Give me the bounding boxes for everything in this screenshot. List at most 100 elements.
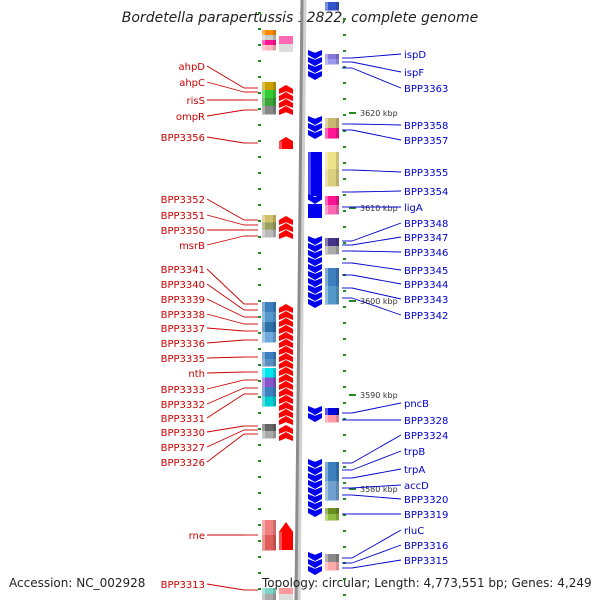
tick-mark	[258, 204, 261, 206]
left-gene-label: BPP3336	[161, 339, 205, 350]
up-arrow-mark	[279, 402, 293, 411]
left-leader-line	[206, 268, 245, 305]
right-gene-block-segment	[325, 196, 339, 206]
right-leader-line	[351, 297, 402, 316]
down-arrow-mark	[308, 459, 322, 468]
right-gene-block-highlight	[325, 152, 328, 186]
left-block-mark	[279, 594, 293, 600]
left-gene-blocks	[262, 30, 276, 600]
genome-backbone	[294, 0, 307, 600]
left-gene-block-shade	[273, 30, 276, 50]
right-gene-block-segment	[325, 481, 339, 501]
left-gene-label: msrB	[179, 241, 205, 252]
up-arrow-mark	[279, 216, 293, 225]
right-gene-block-segment	[325, 554, 339, 563]
left-leader-line	[206, 214, 245, 226]
tick-mark	[343, 338, 346, 340]
left-leader-line	[206, 356, 245, 359]
left-leader-line	[206, 371, 245, 374]
tick-mark	[258, 92, 261, 94]
left-gene-block-segment	[262, 90, 276, 99]
tick-mark	[343, 130, 346, 132]
right-gene-block-shade	[336, 118, 339, 138]
down-arrow-mark	[308, 71, 322, 80]
left-leader-line	[206, 433, 245, 463]
up-arrow-mark	[279, 137, 293, 149]
right-leader-line	[351, 494, 402, 500]
right-gene-block-highlight	[325, 508, 328, 520]
kbp-label: 3620 kbp	[360, 109, 398, 118]
left-leader-line	[206, 298, 245, 318]
right-gene-label: BPP3355	[404, 168, 448, 179]
left-leader-line	[206, 327, 245, 332]
right-leader-line	[351, 61, 402, 73]
right-gene-block-segment	[325, 562, 339, 571]
up-arrow-mark	[279, 360, 293, 369]
tick-mark	[343, 290, 346, 292]
left-leader-line	[206, 387, 245, 405]
tick-mark	[343, 34, 346, 36]
right-gene-label: BPP3320	[404, 495, 448, 506]
right-gene-labels: ispDispFBPP3363BPP3358BPP3357BPP3355BPP3…	[342, 50, 448, 569]
tick-mark	[343, 498, 346, 500]
tick-mark	[343, 418, 346, 420]
kbp-label: 3600 kbp	[360, 297, 398, 306]
down-arrow-mark	[308, 508, 322, 517]
tick-mark	[258, 252, 261, 254]
down-arrow-mark	[308, 494, 322, 503]
left-gene-block-shade	[273, 215, 276, 237]
left-gene-block-segment	[262, 222, 276, 231]
kbp-label: 3610 kbp	[360, 204, 398, 213]
tick-mark	[343, 578, 346, 580]
right-gene-block-shade	[336, 2, 339, 10]
right-leader-line	[351, 450, 402, 471]
down-arrow-mark	[308, 559, 322, 568]
down-arrow-mark	[308, 243, 322, 252]
right-leader-line	[351, 544, 402, 564]
right-leader-line	[351, 529, 402, 559]
right-gene-block-highlight	[325, 238, 328, 254]
kbp-tick	[349, 300, 356, 302]
left-gene-label: BPP3313	[161, 580, 205, 591]
left-block-mark	[279, 44, 293, 52]
left-gene-label: nth	[188, 369, 205, 380]
down-arrow-mark	[308, 194, 322, 204]
right-gene-label: BPP3344	[404, 280, 448, 291]
right-leader-line	[351, 287, 402, 300]
tick-mark	[343, 162, 346, 164]
right-leader-line	[351, 262, 402, 271]
left-gene-label: BPP3331	[161, 414, 205, 425]
left-gene-block-shade	[273, 368, 276, 406]
up-arrow-mark	[279, 409, 293, 418]
right-gene-label: BPP3315	[404, 556, 448, 567]
right-gene-label: pncB	[404, 399, 429, 410]
right-gene-label: BPP3346	[404, 248, 448, 259]
right-strand-arrows	[308, 50, 322, 575]
right-gene-block-shade	[336, 54, 339, 64]
left-gene-label: BPP3341	[161, 265, 205, 276]
tick-mark	[258, 172, 261, 174]
right-gene-block-segment	[325, 246, 339, 255]
left-gene-label: ahpC	[179, 78, 205, 89]
right-gene-block-segment	[325, 462, 339, 482]
tick-mark	[343, 594, 346, 596]
right-gene-block-segment	[325, 268, 339, 287]
up-arrow-mark	[279, 318, 293, 327]
tick-mark	[343, 66, 346, 68]
right-gene-block-segment	[325, 118, 339, 129]
left-gene-block-segment	[262, 520, 276, 536]
tick-mark	[258, 572, 261, 574]
tick-mark	[258, 460, 261, 462]
right-gene-block-shade	[336, 554, 339, 570]
tick-mark	[258, 300, 261, 302]
right-gene-label: ispD	[404, 50, 426, 61]
right-gene-block-shade	[336, 408, 339, 422]
down-arrow-mark	[308, 130, 322, 139]
right-leader-line	[351, 123, 402, 126]
tick-mark	[343, 18, 346, 20]
tick-mark	[258, 28, 261, 30]
tick-mark	[258, 284, 261, 286]
tick-mark	[343, 322, 346, 324]
up-arrow-mark	[279, 304, 293, 313]
